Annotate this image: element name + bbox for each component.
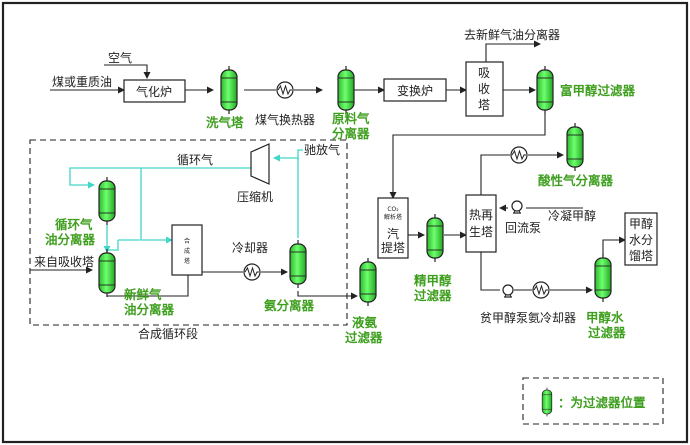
legend-box (522, 377, 664, 425)
heat-exchanger-label: 煤气换热器 (255, 112, 315, 127)
absorber-label-1: 吸 (478, 66, 490, 80)
methanol-water-filter-label-1: 甲醇水 (586, 310, 624, 325)
fine-methanol-filter-label-2: 过滤器 (414, 288, 452, 303)
feed-separator-label-1: 原料气 (332, 111, 370, 126)
fresh-oil-separator-label-2: 油分离器 (124, 302, 175, 317)
regenerator-box (465, 194, 497, 253)
methanol-water-filter-icon (594, 253, 612, 303)
distillation-label-2: 水分 (629, 233, 653, 247)
regenerator-label-1: 热再 (469, 208, 493, 222)
distillation-label-3: 馏塔 (629, 249, 653, 263)
to-fresh-gas-separator-label: 去新鲜气油分离器 (464, 27, 560, 42)
cold-methanol-label: 冷凝甲醇 (548, 208, 596, 223)
cooler-icon (243, 263, 261, 281)
reflux-pump-label: 回流泵 (505, 221, 541, 235)
synthesis-tower-label-2: 成 (184, 247, 190, 255)
ammonia-separator-label: 氨分离器 (264, 298, 315, 313)
synthesis-loop-section-label: 合成循环段 (138, 326, 198, 341)
legend-filter-icon (541, 387, 553, 417)
acid-gas-cooler-icon (510, 146, 528, 164)
shift-converter-box (383, 78, 447, 102)
recycle-lines (69, 149, 303, 253)
distillation-box (624, 212, 658, 266)
acid-gas-separator-icon (566, 122, 584, 172)
cooler-label: 冷却器 (232, 241, 268, 255)
liquid-ammonia-filter-label-2: 过滤器 (345, 330, 383, 345)
methanol-water-filter-label-2: 过滤器 (588, 325, 626, 340)
synthesis-tower-label-3: 塔 (184, 257, 190, 265)
feed-separator-label-2: 分离器 (332, 126, 370, 141)
feed-separator-vessel-icon (337, 65, 355, 115)
air-label: 空气 (108, 50, 132, 65)
synthesis-tower-box (171, 224, 203, 276)
fine-methanol-filter-label-1: 精甲醇 (414, 273, 452, 288)
gas-heat-exchanger-icon (276, 81, 294, 99)
fresh-oil-separator-icon (98, 248, 116, 298)
feed-label: 煤或重质油 (52, 75, 112, 89)
ammonia-separator-icon (289, 239, 307, 289)
reflux-pump-icon (511, 200, 523, 214)
lean-methanol-pump-label: 贫甲醇泵 (480, 310, 528, 325)
legend-text: ：为过滤器位置 (558, 395, 646, 410)
stripper-label-1: 汽 (387, 226, 399, 241)
synthesis-loop-boundary (29, 139, 348, 326)
stripper-label-2: 提塔 (381, 240, 405, 255)
gasifier-label: 气化炉 (136, 84, 172, 99)
shift-converter-label: 变换炉 (397, 83, 433, 98)
regenerator-label-2: 生塔 (469, 225, 493, 239)
synthesis-tower-label-1: 合 (184, 237, 190, 245)
lean-methanol-pump-icon (502, 284, 514, 298)
process-lines (30, 40, 626, 300)
rich-methanol-filter-icon (536, 65, 554, 115)
rich-methanol-filter-label: 富甲醇过滤器 (560, 83, 636, 98)
vent-gas-label: 驰放气 (304, 142, 340, 157)
absorber-box (465, 61, 504, 117)
gasifier-box (123, 79, 186, 103)
stripper-box (377, 197, 409, 259)
recycle-oil-separator-label-2: 油分离器 (45, 232, 96, 247)
absorber-label-3: 塔 (478, 98, 490, 112)
ammonia-cooler-icon (532, 281, 550, 299)
from-absorber-label: 来自吸收塔 (34, 255, 94, 269)
ammonia-cooler-label: 氨冷却器 (528, 311, 576, 325)
recycle-gas-label: 循环气 (177, 152, 213, 167)
acid-gas-separator-label: 酸性气分离器 (538, 173, 614, 188)
recycle-oil-separator-label-1: 循环气 (55, 217, 93, 232)
absorber-label-2: 收 (478, 82, 490, 96)
fine-methanol-filter-icon (426, 213, 444, 263)
stripper-co2-label: CO₂ (387, 206, 399, 213)
stripper-small-label: 解析塔 (384, 213, 402, 221)
wash-tower-label: 洗气塔 (206, 115, 244, 130)
compressor-icon (250, 143, 270, 185)
compressor-label: 压缩机 (237, 189, 273, 204)
wash-tower-vessel-icon (220, 65, 238, 115)
recycle-oil-separator-icon (98, 176, 116, 226)
distillation-label-1: 甲醇 (629, 216, 653, 231)
liquid-ammonia-filter-icon (359, 257, 377, 307)
fresh-oil-separator-label-1: 新鲜气 (124, 287, 162, 302)
liquid-ammonia-filter-label-1: 液氨 (352, 315, 378, 330)
